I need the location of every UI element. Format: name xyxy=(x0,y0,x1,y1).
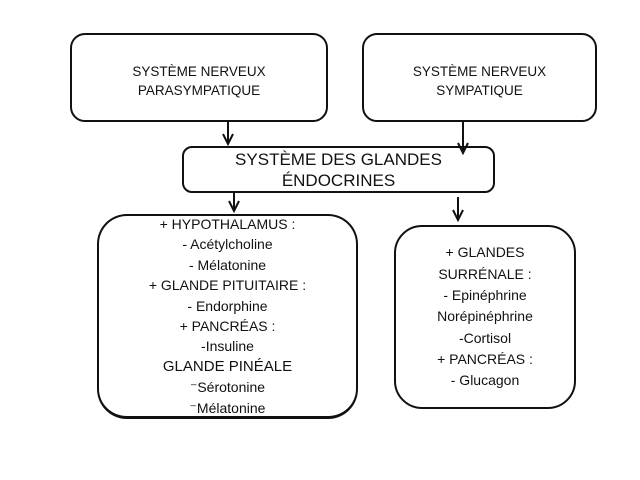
node-parasympathetic-glands-list: + HYPOTHALAMUS : - Acétylcholine - Mélat… xyxy=(97,214,358,419)
node-text-line: SYSTÈME NERVEUX xyxy=(132,63,266,79)
node-text-line: GLANDE PINÉALE xyxy=(162,357,293,375)
node-text-line: ⁻Sérotonine xyxy=(189,379,266,396)
node-text-line: - Epinéphrine xyxy=(443,287,527,304)
node-text-line: + HYPOTHALAMUS : xyxy=(159,215,296,232)
node-text-line: SYSTÈME NERVEUX xyxy=(412,63,547,79)
node-text-line: - Acétylcholine xyxy=(182,236,273,253)
node-text-line: -Insuline xyxy=(201,338,254,355)
node-text-line: SURRÉNALE : xyxy=(438,265,532,282)
node-text-line: + GLANDES xyxy=(445,244,525,261)
node-endocrine-gland-system: SYSTÈME DES GLANDES ÉNDOCRINES xyxy=(182,146,495,193)
node-text-line: - Glucagon xyxy=(450,372,520,389)
arrow-endocrine-to-right-glands xyxy=(452,197,464,223)
node-text-line: ÉNDOCRINES xyxy=(281,170,396,190)
node-text-line: + GLANDE PITUITAIRE : xyxy=(148,277,307,294)
node-text-line: - Endorphine xyxy=(187,297,268,314)
node-sympathetic-nervous-system: SYSTÈME NERVEUX SYMPATIQUE xyxy=(362,33,597,122)
node-text-line: -Cortisol xyxy=(458,329,512,346)
node-text-line: PARASYMPATIQUE xyxy=(137,82,261,98)
node-text-line: - Mélatonine xyxy=(188,256,267,273)
node-text-line: + PANCRÉAS : xyxy=(179,318,276,334)
arrow-endocrine-to-left-glands xyxy=(228,192,240,214)
node-text-line: + PANCRÉAS : xyxy=(437,350,533,367)
arrow-parasympathetic-to-endocrine xyxy=(222,121,234,147)
node-text-line: SYSTÈME DES GLANDES xyxy=(235,149,442,169)
node-text-line: Norépinéphrine xyxy=(437,308,533,325)
node-text-line: SYMPATIQUE xyxy=(436,82,523,98)
node-text-line: ⁻Mélatonine xyxy=(189,399,266,416)
node-sympathetic-glands-list: + GLANDES SURRÉNALE : - Epinéphrine Noré… xyxy=(394,225,576,409)
node-parasympathetic-nervous-system: SYSTÈME NERVEUX PARASYMPATIQUE xyxy=(70,33,328,122)
